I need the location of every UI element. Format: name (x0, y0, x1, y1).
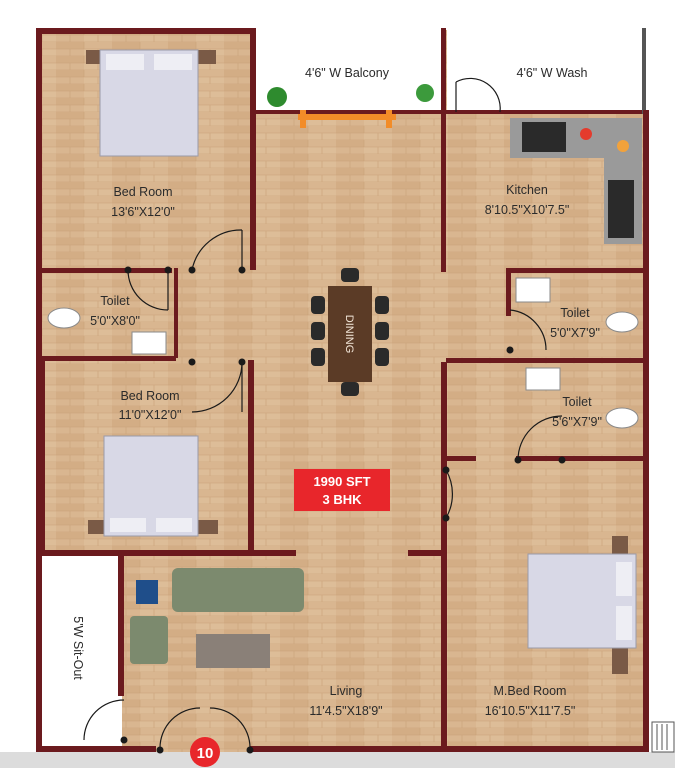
kitchen-name: Kitchen (506, 183, 548, 197)
living-name: Living (330, 684, 363, 698)
living-size: 11'4.5"X18'9" (309, 704, 382, 718)
area-badge-line1: 1990 SFT (313, 474, 370, 489)
unit-number-badge (190, 737, 220, 767)
door-hinges (120, 266, 566, 754)
bedroom2-name: Bed Room (120, 389, 179, 403)
toilet3-size: 5'6"X7'9" (552, 415, 602, 429)
wash-label: 4'6" W Wash (517, 66, 588, 80)
kitchen-counter (510, 118, 642, 244)
dining-table (311, 268, 389, 396)
railing (651, 721, 675, 753)
bottom-strip (0, 752, 675, 768)
bed-icon (527, 536, 637, 674)
door-swings (83, 77, 563, 749)
area-badge (294, 469, 390, 511)
bedroom2-size: 11'0"X12'0" (119, 408, 182, 422)
toilet2-size: 5'0"X7'9" (550, 326, 600, 340)
area-badge-line2: 3 BHK (322, 492, 362, 507)
bed-icon (86, 49, 216, 157)
kitchen-size: 8'10.5"X10'7.5" (485, 203, 570, 217)
bedroom1-size: 13'6"X12'0" (111, 205, 175, 219)
toilet3-name: Toilet (562, 395, 592, 409)
walls (36, 28, 649, 752)
toilet1-size: 5'0"X8'0" (90, 314, 140, 328)
balcony-label: 4'6" W Balcony (305, 66, 390, 80)
dining-label: DINING (343, 315, 355, 354)
wash-area (447, 30, 645, 114)
bedroom1-name: Bed Room (113, 185, 172, 199)
sitout-label: 5'W Sit-Out (71, 616, 85, 680)
bed-icon (88, 435, 218, 537)
toilet-fixtures (47, 277, 639, 429)
toilet1-name: Toilet (100, 294, 130, 308)
mbedroom-size: 16'10.5"X11'7.5" (485, 704, 576, 718)
plant-icon (267, 84, 434, 107)
balcony-railing (298, 110, 396, 128)
unit-number: 10 (197, 745, 214, 762)
mbedroom-name: M.Bed Room (494, 684, 567, 698)
sofa (130, 568, 304, 668)
sitout-area (40, 556, 122, 752)
toilet2-name: Toilet (560, 306, 590, 320)
